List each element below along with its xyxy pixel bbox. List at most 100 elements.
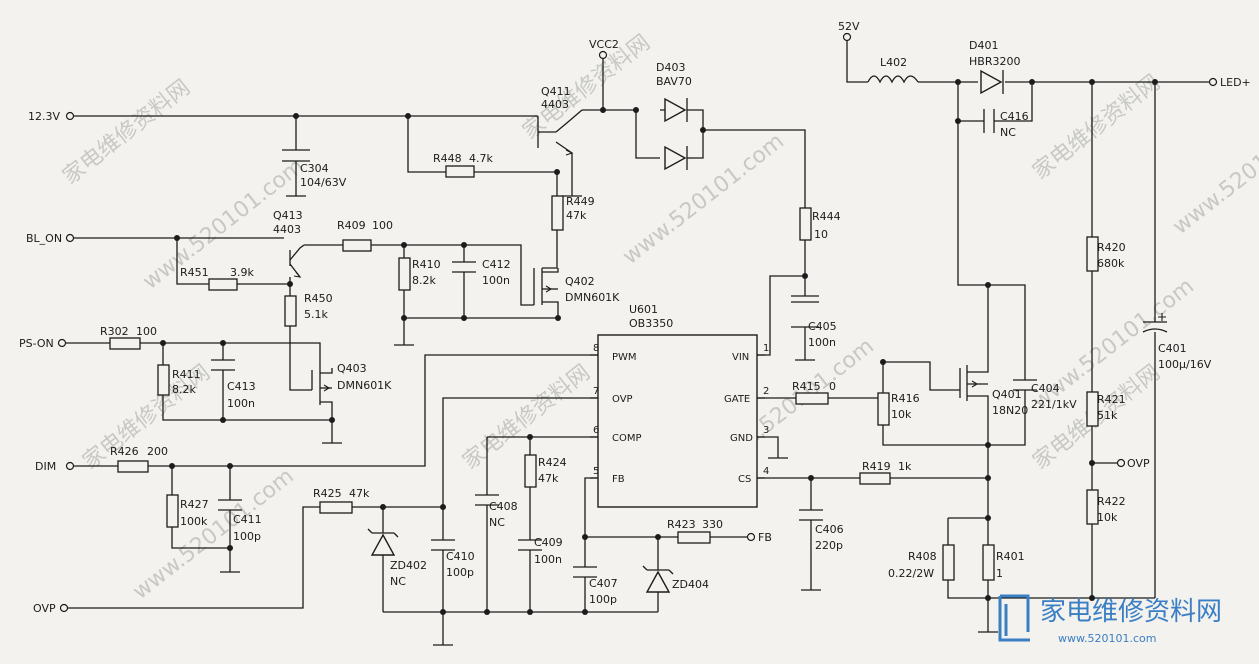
capacitor-c410 xyxy=(431,539,455,551)
watermark-url: www.520101.com xyxy=(1168,99,1259,240)
value-r444: 10 xyxy=(814,228,828,241)
value-r401: 1 xyxy=(996,567,1003,580)
junction-dot xyxy=(227,463,233,469)
junction-dot xyxy=(633,107,639,113)
grounds xyxy=(220,195,998,646)
ref-r420: R420 xyxy=(1097,241,1126,254)
ic-pin-number: 4 xyxy=(763,466,769,477)
watermark-brand: 家电维修资料网 xyxy=(58,75,195,190)
capacitor-c304 xyxy=(282,149,310,162)
logo-mark xyxy=(998,594,1030,642)
ref-c405: C405 xyxy=(808,320,837,333)
ref-q411: Q411 xyxy=(541,85,571,98)
ic-pin-number: 6 xyxy=(593,425,599,436)
junction-dot xyxy=(401,315,407,321)
value-r425: 47k xyxy=(349,487,370,500)
diode-d403-lower xyxy=(664,145,687,171)
value-r422: 10k xyxy=(1097,511,1118,524)
ref-r449: R449 xyxy=(566,195,595,208)
ref-zd402: ZD402 xyxy=(390,559,427,572)
ref-c416: C416 xyxy=(1000,110,1029,123)
value-c409: 100n xyxy=(534,553,562,566)
capacitor-c413 xyxy=(211,359,235,371)
ref-r421: R421 xyxy=(1097,393,1126,406)
ic-pin-number: 2 xyxy=(763,386,769,397)
value-r451: 3.9k xyxy=(230,266,254,279)
net-label-ps-on: PS-ON xyxy=(19,337,54,350)
ic-pin-name: GATE xyxy=(724,394,750,405)
value-r302: 100 xyxy=(136,325,157,338)
net-terminals: 12.3V BL_ON PS-ON DIM OVP VCC2 52V LED+ … xyxy=(19,20,1251,615)
ic-pin-number: 7 xyxy=(593,386,599,397)
transistors xyxy=(293,149,988,392)
value-zd402: NC xyxy=(390,575,406,588)
value-c408: NC xyxy=(489,516,505,529)
value-r415: 0 xyxy=(829,380,836,393)
ref-c408: C408 xyxy=(489,500,518,513)
ref-r419: R419 xyxy=(862,460,891,473)
resistor-r421 xyxy=(1086,391,1099,427)
value-u601: OB3350 xyxy=(629,317,673,330)
value-r423: 330 xyxy=(702,518,723,531)
value-r410: 8.2k xyxy=(412,274,436,287)
q413-arrow xyxy=(293,271,302,278)
value-c410: 100p xyxy=(446,566,474,579)
capacitors xyxy=(211,109,1168,578)
value-q401: 18N20 xyxy=(992,404,1028,417)
value-r419: 1k xyxy=(898,460,912,473)
ic-pin-labels: 8 PWM 7 OVP 6 COMP 5 FB 1 VIN 2 GATE 3 G… xyxy=(590,343,769,485)
component-labels: C304 104/63V Q411 4403 R448 4.7k R449 47… xyxy=(100,39,1212,606)
junction-dot xyxy=(293,113,299,119)
ref-d401: D401 xyxy=(969,39,998,52)
junction-dot xyxy=(287,281,293,287)
junction-dot xyxy=(1089,79,1095,85)
capacitor-c401 xyxy=(1142,321,1168,333)
junction-dot xyxy=(220,417,226,423)
junction-dot xyxy=(955,118,961,124)
value-c401: 100μ/16V xyxy=(1158,358,1212,371)
watermark-brand: 家电维修资料网 xyxy=(518,30,655,145)
ref-r444: R444 xyxy=(812,210,841,223)
junction-dot xyxy=(440,609,446,615)
terminal-52v xyxy=(842,32,852,42)
resistor-r451 xyxy=(208,278,238,291)
junction-dot xyxy=(808,475,814,481)
ref-q413: Q413 xyxy=(273,209,303,222)
ref-c409: C409 xyxy=(534,536,563,549)
junction-dot xyxy=(220,340,226,346)
ref-r427: R427 xyxy=(180,498,209,511)
capacitor-c404 xyxy=(1013,379,1037,391)
ref-r450: R450 xyxy=(304,292,333,305)
ref-r302: R302 xyxy=(100,325,129,338)
ic-pin-name: VIN xyxy=(732,352,749,363)
ref-r422: R422 xyxy=(1097,495,1126,508)
value-r416: 10k xyxy=(891,408,912,421)
net-label-bl-on: BL_ON xyxy=(26,232,62,245)
net-label-vcc2: VCC2 xyxy=(589,38,619,51)
wires xyxy=(65,40,1210,645)
junction-dot xyxy=(461,315,467,321)
capacitor-c409 xyxy=(518,539,542,551)
resistor-r419 xyxy=(859,472,891,485)
terminal-ps-on xyxy=(57,338,67,348)
resistor-r411 xyxy=(157,364,170,396)
ref-c304: C304 xyxy=(300,162,329,175)
junction-dot xyxy=(554,169,560,175)
junction-dot xyxy=(600,107,606,113)
value-c411: 100p xyxy=(233,530,261,543)
resistor-r302 xyxy=(109,337,141,350)
ic-pin-name: FB xyxy=(612,474,625,485)
value-c416: NC xyxy=(1000,126,1016,139)
net-label-ovp-in: OVP xyxy=(33,602,56,615)
value-c405: 100n xyxy=(808,336,836,349)
resistor-r426 xyxy=(117,460,149,473)
capacitor-c408 xyxy=(475,494,499,506)
terminal-bl-on xyxy=(65,233,75,243)
ref-c406: C406 xyxy=(815,523,844,536)
ref-r408: R408 xyxy=(908,550,937,563)
net-label-52v: 52V xyxy=(838,20,860,33)
resistor-r448 xyxy=(445,165,475,178)
capacitor-c405 xyxy=(791,295,819,328)
ic-u601 xyxy=(597,334,758,508)
